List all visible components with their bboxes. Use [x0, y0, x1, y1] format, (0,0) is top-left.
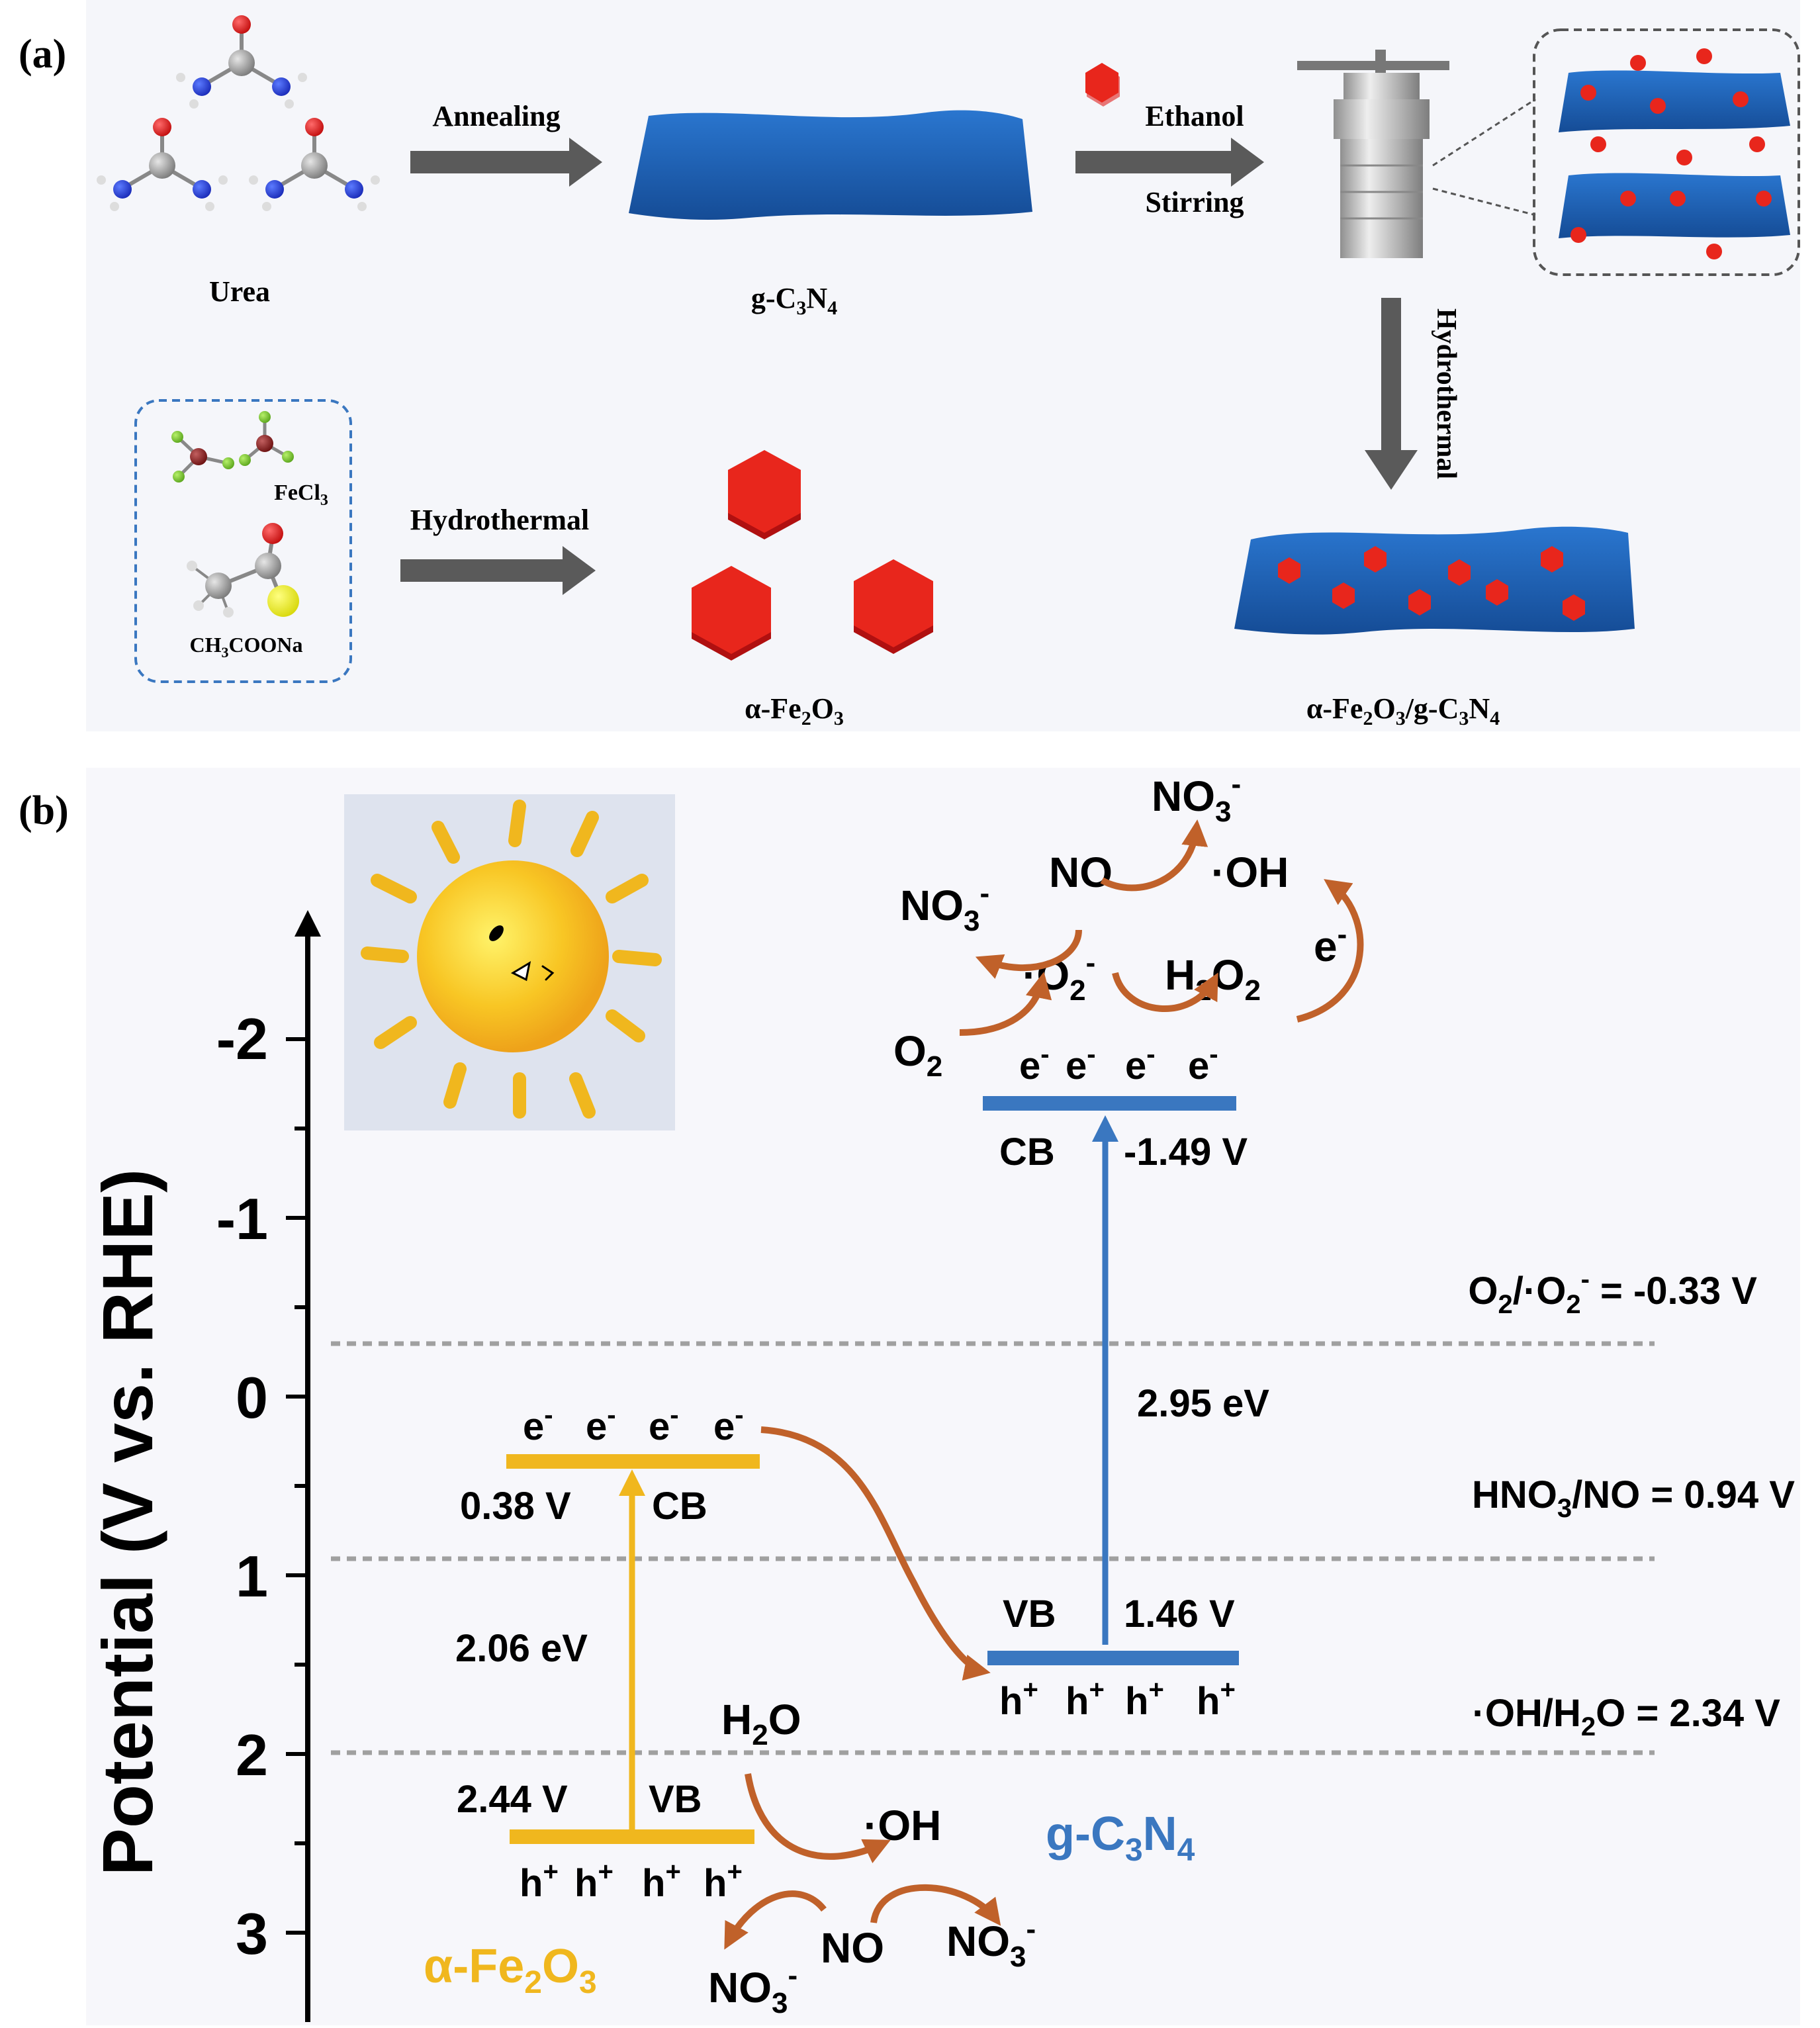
no-species-bottom: NO	[821, 1924, 884, 1972]
stirring-label: Stirring	[1145, 186, 1244, 218]
fe2o3-name: α-Fe2O3	[424, 1940, 597, 2000]
fecl3-label: FeCl3	[274, 481, 328, 509]
zoom-sheet-top	[1559, 70, 1790, 132]
electron-label: e-	[1314, 918, 1347, 970]
svg-text:e-: e-	[1188, 1040, 1218, 1087]
gcn-gap: 2.95 eV	[1137, 1382, 1269, 1425]
y-axis-ticks	[286, 1037, 308, 1935]
ch3coona-label: CH3COONa	[190, 633, 303, 661]
hydrothermal-down-arrow	[1365, 298, 1418, 490]
gcn-arrowhead	[1092, 1115, 1118, 1142]
autoclave-icon	[1297, 50, 1449, 258]
y-tick-labels: -2 -1 0 1 2 3	[216, 1006, 268, 1966]
charge-transfer-arrow	[760, 1426, 991, 1681]
fe2o3-cb-value: 0.38 V	[460, 1485, 571, 1528]
panel-b-label: (b)	[19, 788, 69, 833]
svg-text:e-: e-	[1066, 1040, 1096, 1087]
zoom-line-top	[1432, 98, 1536, 167]
ref-o2-label: O2/·O2- = -0.33 V	[1468, 1265, 1757, 1319]
reference-lines	[331, 1341, 1655, 1755]
fe2o3-hexagons	[692, 450, 933, 661]
sodium-acetate-molecule	[187, 523, 299, 618]
no3-species-bottom-left: NO3-	[708, 1959, 797, 2019]
ethanol-label: Ethanol	[1145, 100, 1244, 132]
svg-text:e-: e-	[713, 1401, 744, 1448]
svg-text:h+: h+	[1197, 1675, 1236, 1723]
svg-text:e-: e-	[649, 1401, 679, 1448]
svg-text:h+: h+	[642, 1857, 681, 1905]
fe2o3-electrons: e- e- e- e-	[523, 1401, 744, 1448]
hydrothermal-vertical-label: Hydrothermal	[1431, 308, 1461, 479]
zoom-line-bottom	[1432, 187, 1536, 216]
gcn-holes: h+ h+ h+ h+	[999, 1675, 1236, 1723]
gcn-vb-value: 1.46 V	[1124, 1592, 1235, 1636]
fe2o3-label-a: α-Fe2O3	[745, 692, 844, 729]
no3-species-top: NO3-	[1152, 768, 1241, 828]
urea-molecules	[97, 15, 380, 211]
o2-species: O2	[893, 1027, 942, 1083]
composite-sheet	[1234, 526, 1635, 635]
hydrothermal-arrow	[400, 546, 596, 595]
fe2o3-vb-value: 2.44 V	[457, 1778, 568, 1821]
fe2o3-hexagon-small	[1085, 63, 1120, 107]
svg-text:h+: h+	[1125, 1675, 1164, 1723]
composite-particles	[1278, 546, 1585, 621]
gcn-cb-label: CB	[999, 1130, 1055, 1174]
composite-label: α-Fe2O3/g-C3N4	[1306, 692, 1500, 729]
hydrothermal-label: Hydrothermal	[410, 504, 590, 536]
svg-text:h+: h+	[1066, 1675, 1105, 1723]
tick-label: 1	[236, 1544, 268, 1609]
zoom-box	[1533, 28, 1800, 276]
svg-text:h+: h+	[520, 1857, 559, 1905]
tick-label: -2	[216, 1006, 268, 1072]
stirring-arrow	[1075, 138, 1264, 187]
svg-text:e-: e-	[1019, 1040, 1050, 1087]
tick-label: -1	[216, 1186, 268, 1252]
oh-species-top: ·OH	[1211, 849, 1289, 896]
svg-text:e-: e-	[1125, 1040, 1156, 1087]
tick-label: 2	[236, 1722, 268, 1788]
fecl3-molecule	[171, 411, 294, 483]
fe2o3-cb-label: CB	[652, 1485, 707, 1528]
svg-text:h+: h+	[574, 1857, 614, 1905]
urea-label: Urea	[209, 275, 270, 308]
annealing-arrow	[410, 138, 602, 187]
svg-text:e-: e-	[523, 1401, 553, 1448]
gcn-label-a: g-C3N4	[751, 282, 837, 319]
panel-b-background	[86, 768, 1800, 2025]
y-axis-label: Potential (V vs. RHE)	[87, 1169, 167, 1876]
tick-label: 0	[236, 1365, 268, 1430]
ref-oh-label: ·OH/H2O = 2.34 V	[1473, 1692, 1781, 1741]
oh-species-bottom: ·OH	[864, 1802, 941, 1849]
fe2o3-arrowhead	[619, 1469, 645, 1496]
annealing-label: Annealing	[432, 100, 560, 132]
panel-a-label: (a)	[19, 32, 66, 77]
svg-text:h+: h+	[704, 1857, 743, 1905]
reaction-arrows-bottom	[724, 1773, 1001, 1950]
svg-text:h+: h+	[999, 1675, 1038, 1723]
tick-label: 3	[236, 1901, 268, 1966]
fe2o3-gap: 2.06 eV	[455, 1627, 588, 1670]
gcn-vb-label: VB	[1003, 1592, 1056, 1636]
no-species-top: NO	[1049, 849, 1113, 896]
fe2o3-holes: h+ h+ h+ h+	[520, 1857, 743, 1905]
reaction-arrows-top	[959, 819, 1364, 1036]
h2o-species: H2O	[721, 1696, 801, 1751]
gcn-name: g-C3N4	[1046, 1808, 1195, 1868]
ref-hno3-label: HNO3/NO = 0.94 V	[1472, 1473, 1795, 1523]
no3-species-top-left: NO3-	[900, 877, 989, 937]
precursor-box	[134, 399, 352, 683]
gcn-cb-value: -1.49 V	[1124, 1130, 1248, 1174]
sun-icon	[361, 800, 662, 1119]
fe2o3-vb-label: VB	[649, 1778, 702, 1821]
zoom-particles	[1570, 48, 1772, 259]
gcn-electrons: e- e- e- e-	[1019, 1040, 1218, 1087]
svg-text:e-: e-	[586, 1401, 616, 1448]
gcn-sheet	[629, 110, 1032, 220]
